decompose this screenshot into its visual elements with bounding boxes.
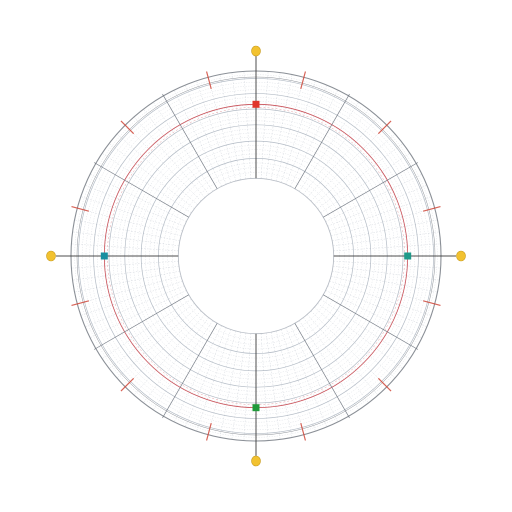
knob-right	[456, 250, 466, 262]
outer-red-tick	[71, 205, 90, 212]
outer-red-tick	[300, 71, 307, 90]
major-spoke	[323, 294, 419, 350]
outer-red-tick	[120, 377, 135, 392]
knob-left	[46, 250, 56, 262]
major-spoke	[294, 93, 350, 189]
inner-circle	[177, 177, 335, 335]
outer-red-tick	[205, 71, 212, 90]
outer-red-tick	[422, 205, 441, 212]
major-spoke	[294, 323, 350, 419]
marker-layer	[46, 45, 466, 467]
major-spoke	[162, 93, 218, 189]
outer-red-tick	[422, 300, 441, 307]
outer-red-tick	[377, 120, 392, 135]
major-spoke	[323, 162, 419, 218]
outer-red-tick	[300, 422, 307, 441]
marker-top	[252, 100, 260, 108]
major-spoke	[162, 323, 218, 419]
marker-left	[100, 252, 108, 260]
outer-red-tick	[71, 300, 90, 307]
major-spoke	[93, 294, 189, 350]
outer-red-tick	[205, 422, 212, 441]
outer-red-tick	[377, 377, 392, 392]
knob-top	[251, 45, 261, 57]
knob-bottom	[251, 455, 261, 467]
marker-right	[404, 252, 412, 260]
outer-red-tick	[120, 120, 135, 135]
marker-bottom	[252, 404, 260, 412]
structure-layer	[56, 56, 456, 456]
major-spoke	[93, 162, 189, 218]
